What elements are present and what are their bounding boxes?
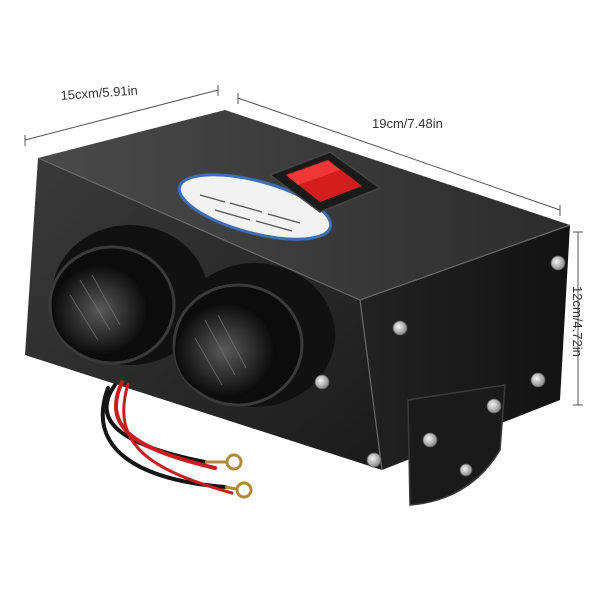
height-dimension-label: 12cm/4.72in	[570, 286, 585, 357]
power-wires	[100, 380, 234, 495]
left-air-vent	[48, 225, 208, 365]
label-sticker	[177, 173, 333, 241]
dimension-lines	[24, 85, 583, 406]
mounting-screws	[314, 255, 566, 468]
ring-terminals	[205, 453, 253, 499]
length-dimension-label: 19cm/7.48in	[372, 116, 443, 131]
power-switch	[268, 151, 382, 213]
mounting-bracket	[407, 384, 506, 506]
right-air-vent	[172, 263, 335, 407]
